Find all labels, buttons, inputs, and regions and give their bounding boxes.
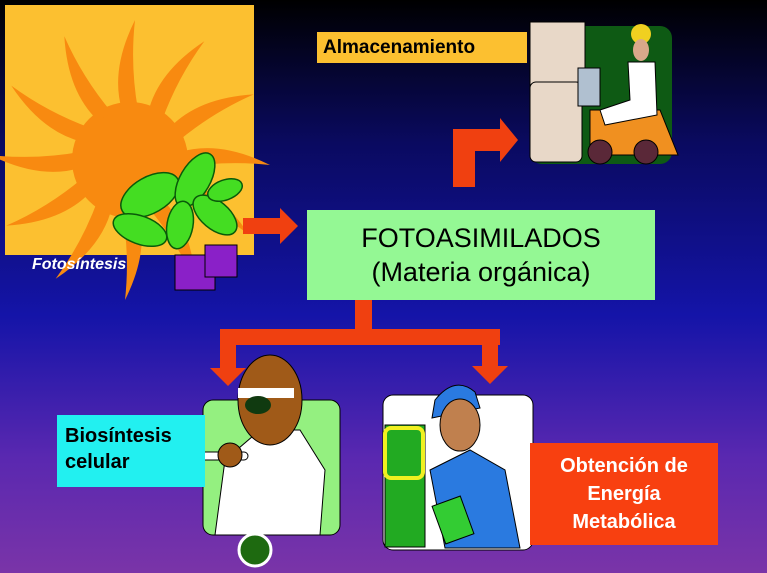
photosynthesis-label: Fotosíntesis [32,256,127,273]
energy-line1: Obtención de [560,455,688,477]
biosynthesis-line1: Biosíntesis [65,425,172,447]
photosynthesis-illustration [0,5,270,300]
biosynthesis-label: Biosíntesis celular [57,415,205,487]
storage-label: Almacenamiento [317,32,527,63]
scientist-illustration [197,354,341,568]
arrow-to-storage [453,118,518,187]
main-subtitle: (Materia orgánica) [371,257,591,287]
main-title: FOTOASIMILADOS [361,223,601,253]
forklift-illustration [529,21,679,165]
photoassimilates-box: FOTOASIMILADOS (Materia orgánica) [307,210,655,300]
energy-illustration [382,384,534,551]
arrow-to-main [243,208,298,244]
biosynthesis-line2: celular [65,451,130,473]
plant-icon [112,152,244,291]
energy-line3: Metabólica [572,511,676,533]
energy-label: Obtención de Energía Metabólica [530,443,718,545]
energy-line2: Energía [587,483,661,505]
arrow-split [210,300,508,386]
